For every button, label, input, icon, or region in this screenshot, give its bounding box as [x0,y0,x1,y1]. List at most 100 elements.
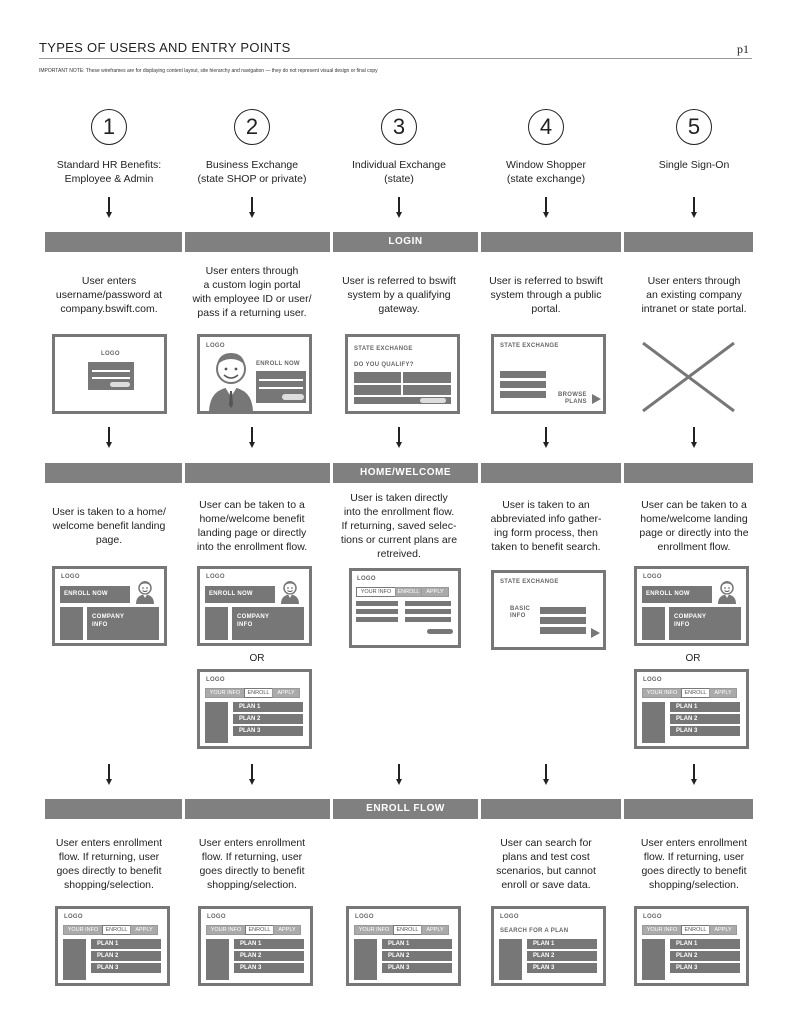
logo-label: LOGO [357,576,376,582]
home-description-1: User is taken to a home/welcome benefit … [37,505,181,547]
login-button [110,382,130,387]
arrow-down-icon [690,212,697,218]
page-title: TYPES OF USERS AND ENTRY POINTS [39,40,291,55]
arrow-down-icon [248,442,255,448]
tab-apply: APPLY [273,925,301,935]
description-line: username/password at [55,289,163,301]
person-illustration-icon [209,353,253,411]
arrow-down-icon [542,442,549,448]
logo-label: LOGO [101,351,120,357]
flow-arrow-line [545,197,547,213]
description-line: User enters enrollment [55,837,163,849]
plan-1-row: PLAN 1 [670,939,740,949]
login-form [256,371,306,403]
description-line: welcome benefit landing [52,520,166,532]
column-subtitle-line: Employee & Admin [64,173,154,185]
wireframe-login-2: LOGO ENROLL NOW [197,334,312,414]
description-line: shopping/selection. [64,879,154,891]
description-line: shopping/selection. [649,879,739,891]
description-line: home/welcome benefit [199,513,305,525]
description-line: plans and test cost [502,851,590,863]
description-line: home/welcome landing [640,513,748,525]
description-line: system through a public [490,289,602,301]
flow-arrow-line [108,197,110,213]
play-arrow-icon [591,628,600,638]
flow-arrow-line [251,197,253,213]
description-line: goes directly to benefit [199,865,305,877]
header-divider [39,58,752,59]
description-line: with employee ID or user/ [192,293,312,305]
tab-your-info: YOUR INFO [205,688,245,698]
description-line: intranet or state portal. [641,303,747,315]
description-line: flow. If returning, user [58,851,160,863]
play-arrow-icon [592,394,601,404]
band-login-col5 [624,232,753,252]
arrow-down-icon [105,779,112,785]
description-line: User enters enrollment [640,837,748,849]
arrow-down-icon [690,779,697,785]
plan-1-row: PLAN 1 [382,939,452,949]
description-line: pass if a returning user. [197,307,307,319]
description-line: enroll or save data. [501,879,591,891]
logo-label: LOGO [206,574,225,580]
arrow-down-icon [105,212,112,218]
tab-your-info: YOUR INFO [206,925,246,935]
tab-your-info: YOUR INFO [356,587,396,597]
description-line: User is referred to bswift [342,275,456,287]
logo-label: LOGO [355,914,374,920]
description-line: tions or current plans are [340,534,458,546]
description-line: gateway. [378,303,420,315]
band-enroll-col4 [481,799,621,819]
band-home-col2 [185,463,330,483]
band-login-col4 [481,232,621,252]
page-number: p1 [737,42,749,56]
description-line: User can search for [500,837,592,849]
qualify-form [354,372,451,404]
plan-2-row: PLAN 2 [670,714,740,724]
band-enroll-col1 [45,799,182,819]
person-illustration-icon [280,580,300,609]
description-line: system by a qualifying [347,289,451,301]
band-login-col1 [45,232,182,252]
band-enroll: ENROLL FLOW [333,799,478,819]
description-line: flow. If returning, user [201,851,303,863]
state-exchange-label: STATE EXCHANGE [500,343,559,349]
arrow-down-icon [395,442,402,448]
column-title-2: Business Exchange(state SHOP or private) [177,158,327,186]
column-title-3: Individual Exchange(state) [324,158,474,186]
description-line: retreived. [377,548,421,560]
flow-arrow-line [108,764,110,780]
plan-3-row: PLAN 3 [234,963,304,973]
column-subtitle-line: (state exchange) [506,173,586,185]
flow-arrow-line [693,764,695,780]
login-description-3: User is referred to bswift system by a qu… [327,274,471,316]
tab-your-info: YOUR INFO [63,925,103,935]
tab-enroll: ENROLL [244,688,273,698]
flow-arrow-line [545,764,547,780]
band-home: HOME/WELCOME [333,463,478,483]
state-exchange-label: STATE EXCHANGE [500,579,559,585]
description-line: User enters [81,275,137,287]
wireframe-login-3: STATE EXCHANGE DO YOU QUALIFY? [345,334,460,414]
person-illustration-icon [717,580,737,609]
description-line: User can be taken to a [199,499,305,511]
description-line: page. [95,534,123,546]
description-line: flow. If returning, user [643,851,745,863]
tab-apply: APPLY [130,925,158,935]
column-title-4: Window Shopper(state exchange) [471,158,621,186]
band-home-col5 [624,463,753,483]
logo-label: LOGO [206,343,225,349]
logo-label: LOGO [61,574,80,580]
description-line: ing form process, then [494,527,598,539]
